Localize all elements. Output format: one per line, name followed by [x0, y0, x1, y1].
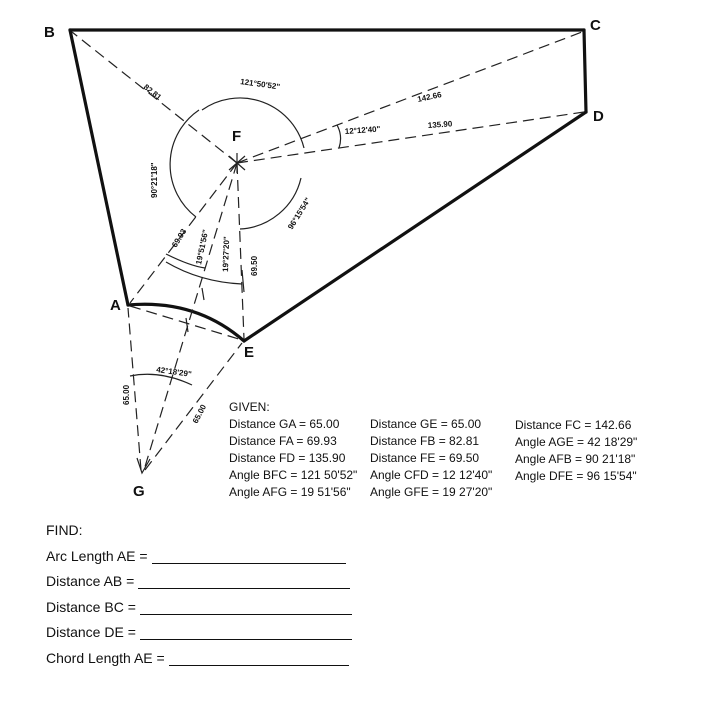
dim-label-gfe: 19°27'20" — [221, 236, 231, 272]
dim-label-cfd: 12°12'40" — [345, 125, 381, 136]
answer-blank[interactable] — [168, 651, 349, 666]
chord-tick-1 — [185, 317, 189, 333]
angle-circle-bfc — [201, 97, 305, 149]
answer-blank[interactable] — [139, 625, 352, 640]
angle-arc-gfe — [165, 261, 243, 285]
dashed-line-fg — [143, 162, 238, 471]
dashed-line-fc — [236, 31, 583, 164]
find-row-arc-length: Arc Length AE = — [46, 548, 346, 564]
find-label: Distance AB = — [46, 573, 135, 589]
given-item: Distance FE = 69.50 — [370, 451, 480, 465]
find-label: Arc Length AE = — [46, 548, 148, 564]
find-label: Distance DE = — [46, 624, 136, 640]
find-row-distance-de: Distance DE = — [46, 624, 352, 640]
dim-label-fd: 135.90 — [428, 119, 454, 130]
dim-label-ga: 65.00 — [122, 384, 131, 405]
given-item: Distance FB = 82.81 — [370, 434, 480, 448]
given-item: Distance FD = 135.90 — [229, 451, 346, 465]
point-label-b: B — [44, 24, 55, 41]
given-column-3: Distance FC = 142.66 Angle AGE = 42 18'2… — [515, 417, 637, 485]
dim-label-fb: 82.81 — [142, 82, 164, 102]
find-label: Chord Length AE = — [46, 650, 165, 666]
angle-circle-afb — [169, 109, 200, 218]
find-row-chord-length: Chord Length AE = — [46, 650, 349, 666]
center-mark-f — [228, 153, 246, 173]
dim-label-fc: 142.66 — [417, 90, 443, 104]
dim-tick-fe — [241, 269, 245, 293]
answer-blank[interactable] — [151, 549, 346, 564]
dim-label-ge: 65.00 — [191, 403, 209, 425]
given-item: Distance FC = 142.66 — [515, 418, 632, 432]
dim-label-bfc: 121°50'52" — [240, 77, 281, 92]
find-title: FIND: — [46, 522, 83, 538]
find-row-distance-ab: Distance AB = — [46, 573, 351, 589]
given-item: Angle BFC = 121 50'52" — [229, 468, 358, 482]
arrowhead-g — [136, 457, 151, 475]
dashed-line-fa — [129, 162, 238, 304]
boundary-line-cd — [582, 28, 588, 114]
boundary-line-de — [242, 110, 588, 343]
given-item: Angle AFG = 19 51'56" — [229, 485, 351, 499]
dashed-line-fe — [236, 162, 245, 340]
dashed-line-ga — [127, 307, 142, 471]
given-item: Angle CFD = 12 12'40" — [370, 468, 493, 482]
given-item: Angle AGE = 42 18'29" — [515, 435, 638, 449]
angle-arc-afg — [165, 253, 206, 269]
dim-label-afg: 19°51'56" — [194, 229, 210, 266]
given-item: Angle AFB = 90 21'18" — [515, 452, 636, 466]
point-label-c: C — [590, 17, 601, 34]
dashed-line-chord-ae — [129, 305, 243, 341]
dashed-line-fb — [71, 31, 238, 164]
boundary-line-ba — [68, 28, 130, 307]
given-item: Angle GFE = 19 27'20" — [370, 485, 493, 499]
given-item: Angle DFE = 96 15'54" — [515, 469, 637, 483]
given-item: Distance FA = 69.93 — [229, 434, 337, 448]
given-title: GIVEN: — [229, 400, 270, 414]
answer-blank[interactable] — [138, 574, 351, 589]
point-label-g: G — [133, 483, 145, 500]
find-row-distance-bc: Distance BC = — [46, 599, 352, 615]
dim-label-age: 42°18'29" — [156, 365, 193, 379]
angle-circle-dfe — [239, 177, 302, 230]
angle-arc-cfd — [336, 124, 342, 149]
dim-label-fe: 69.50 — [250, 255, 259, 276]
dim-label-fa: 69.93 — [170, 227, 189, 249]
point-label-d: D — [593, 108, 604, 125]
boundary-arc-ae — [126, 302, 246, 343]
given-column-1: Distance GA = 65.00 Distance FA = 69.93 … — [229, 416, 357, 501]
point-label-f: F — [232, 128, 241, 145]
answer-blank[interactable] — [139, 600, 352, 615]
dim-label-afb: 90°21'18" — [150, 162, 159, 198]
angle-arc-age — [129, 373, 193, 386]
find-label: Distance BC = — [46, 599, 136, 615]
point-label-a: A — [110, 297, 121, 314]
dashed-line-fd — [236, 111, 585, 164]
given-column-2: Distance GE = 65.00 Distance FB = 82.81 … — [370, 416, 492, 501]
given-item: Distance GE = 65.00 — [370, 417, 482, 431]
chord-tick-2 — [201, 287, 205, 301]
dashed-line-ge — [144, 342, 243, 471]
point-label-e: E — [244, 344, 254, 361]
given-item: Distance GA = 65.00 — [229, 417, 340, 431]
